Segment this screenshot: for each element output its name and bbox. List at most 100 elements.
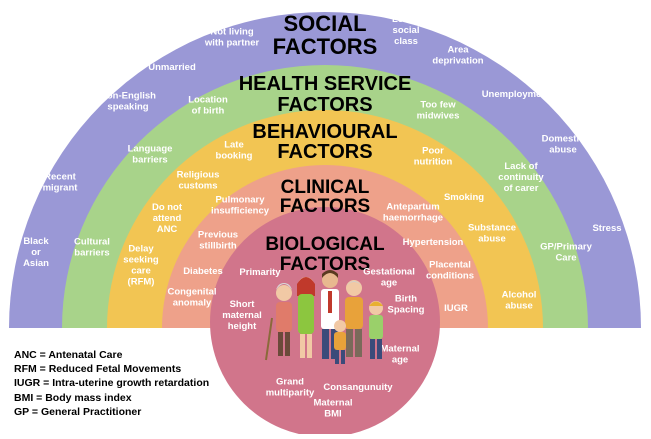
- social-factor-label-line: Domestic: [542, 134, 585, 145]
- title-clinical-line1: CLINICAL: [281, 177, 370, 198]
- biological-factor-label-line: Short: [230, 299, 256, 310]
- health-factor-label-line: of carer: [504, 183, 539, 194]
- legend-item: IUGR = Intra-uterine growth retardation: [14, 377, 210, 390]
- social-factor-label: Unmarried: [148, 62, 196, 73]
- title-health-line1: HEALTH SERVICE: [239, 73, 412, 95]
- title-social-line2: FACTORS: [273, 34, 378, 59]
- behavioural-factor-label-line: seeking: [123, 255, 159, 266]
- behavioural-factor-label-line: Delay: [128, 244, 154, 255]
- biological-factor-label: Primarity: [239, 267, 281, 278]
- title-biological-line2: FACTORS: [280, 254, 370, 275]
- biological-factor-label-line: Primarity: [239, 267, 281, 278]
- abbreviation-legend: ANC = Antenatal Care RFM = Reduced Fetal…: [14, 348, 234, 419]
- behavioural-factor-label-line: Poor: [422, 146, 444, 157]
- social-factor-label-line: with partner: [204, 38, 260, 49]
- family-illustration-icon: [265, 270, 383, 364]
- social-factor-label-line: Area: [447, 45, 469, 56]
- clinical-factor-label-line: haemorrhage: [383, 213, 443, 224]
- behavioural-factor-label-line: nutrition: [414, 157, 453, 168]
- health-factor-label-line: abuse: [505, 301, 532, 312]
- clinical-factor-label-line: Placental: [429, 260, 471, 271]
- title-biological: BIOLOGICAL FACTORS: [265, 234, 385, 275]
- social-factor-label-line: Stress: [592, 223, 621, 234]
- social-factor-label-line: Lower: [392, 14, 420, 25]
- clinical-factor-label-line: Hypertension: [403, 237, 464, 248]
- clinical-factor-label-line: Pulmonary: [215, 195, 265, 206]
- social-factor-label-line: Recent: [44, 172, 77, 183]
- social-factor-label-line: migrant: [43, 183, 79, 194]
- behavioural-factor-label-line: (RFM): [128, 277, 155, 288]
- behavioural-factor-label-line: care: [131, 266, 151, 277]
- social-factor-label-line: social: [393, 25, 420, 36]
- legend-item: RFM = Reduced Fetal Movements: [14, 363, 182, 376]
- social-factor-label-line: Unemployment: [482, 89, 551, 100]
- clinical-factor-label-line: anomaly: [173, 298, 212, 309]
- biological-factor-label-line: height: [228, 321, 257, 332]
- biological-factor-label-line: Birth: [395, 294, 417, 305]
- health-factor-label-line: Too few: [420, 100, 456, 111]
- clinical-factor-label-line: stillbirth: [199, 241, 237, 252]
- social-factor-label-line: speaking: [107, 102, 148, 113]
- title-behavioural-line1: BEHAVIOURAL: [252, 121, 397, 143]
- social-factor-label-line: Non-English: [100, 91, 156, 102]
- health-factor-label-line: Cultural: [74, 237, 110, 248]
- clinical-factor-label-line: IUGR: [444, 303, 468, 314]
- health-factor-label-line: midwives: [417, 111, 460, 122]
- title-clinical-line2: FACTORS: [280, 196, 370, 217]
- clinical-factor-label-line: Antepartum: [386, 202, 439, 213]
- clinical-factor-label: Diabetes: [183, 266, 223, 277]
- title-health: HEALTH SERVICE FACTORS: [239, 73, 412, 116]
- behavioural-factor-label: Smoking: [444, 192, 484, 203]
- biological-factor-label-line: Maternal: [380, 344, 419, 355]
- social-factor-label-line: deprivation: [432, 56, 483, 67]
- health-factor-label-line: barriers: [74, 248, 109, 259]
- social-factor-label-line: or: [31, 247, 41, 258]
- health-factor-label-line: Alcohol: [502, 290, 537, 301]
- biological-factor-label-line: BMI: [324, 409, 341, 420]
- health-factor-label-line: of birth: [192, 106, 225, 117]
- behavioural-factor-label-line: attend: [153, 213, 182, 224]
- health-factor-label-line: Language: [128, 144, 173, 155]
- clinical-factor-label-line: Diabetes: [183, 266, 223, 277]
- clinical-factor-label: IUGR: [444, 303, 468, 314]
- clinical-factor-label: Hypertension: [403, 237, 464, 248]
- biological-factor-label-line: maternal: [222, 310, 262, 321]
- title-social: SOCIAL FACTORS: [273, 11, 378, 59]
- clinical-factor-label-line: Previous: [198, 230, 238, 241]
- biological-factor-label: Consangunuity: [323, 382, 393, 393]
- behavioural-factor-label-line: Late: [224, 140, 244, 151]
- title-health-line2: FACTORS: [277, 94, 372, 116]
- health-factor-label-line: GP/Primary: [540, 242, 592, 253]
- social-factor-label: Stress: [592, 223, 621, 234]
- behavioural-factor-label-line: booking: [216, 151, 253, 162]
- social-factor-label-line: Asian: [23, 258, 49, 269]
- social-factor-label-line: abuse: [549, 145, 576, 156]
